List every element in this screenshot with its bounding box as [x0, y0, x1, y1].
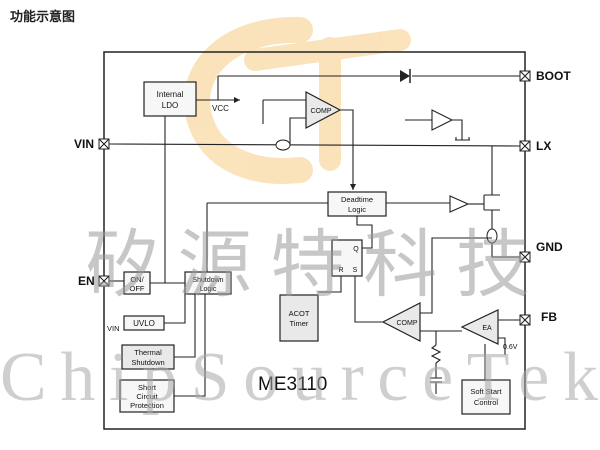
vref-label: 0.6V: [503, 344, 518, 351]
shutdown-logic-label-1: Shutdown: [192, 277, 223, 284]
pin-vin: [98, 138, 110, 150]
pin-label-gnd: GND: [536, 240, 563, 254]
comp-top-label: COMP: [311, 108, 332, 115]
latch-s-label: S: [353, 267, 358, 274]
comp-bottom-label: COMP: [397, 320, 418, 327]
on-off-label-1: ON/: [130, 275, 144, 284]
short-label-3: Protection: [130, 401, 164, 410]
watermark-cn: 矽源特科技: [85, 222, 530, 308]
deadtime-logic-block: [327, 191, 387, 217]
thermal-label-2: Shutdown: [131, 358, 164, 367]
pin-label-lx: LX: [536, 139, 551, 153]
pin-label-fb: FB: [541, 310, 557, 324]
short-circuit-block: [119, 379, 175, 413]
high-side-mosfet-icon: [455, 137, 470, 141]
shutdown-logic-label-2: Logic: [200, 286, 217, 293]
vcc-label: VCC: [212, 104, 229, 113]
internal-ldo-block: [143, 81, 197, 117]
capacitor-icon: [430, 363, 442, 394]
comp-bottom-triangle: [381, 302, 421, 342]
resistor-icon: [430, 344, 442, 364]
on-off-label-2: OFF: [130, 284, 145, 293]
pin-fb: [519, 314, 531, 326]
soft-start-label-1: Soft Start: [470, 387, 502, 396]
low-side-mosfet-icon: [483, 194, 500, 211]
deadtime-label-2: Logic: [348, 205, 366, 214]
page-title: 功能示意图: [10, 10, 76, 25]
acot-timer-block: [279, 294, 319, 342]
comp-top-triangle: [305, 91, 342, 129]
soft-start-block: [461, 379, 511, 415]
chip-name: ME3110: [258, 374, 327, 395]
vin-uvlo-label: VIN: [107, 324, 120, 333]
internal-ldo-label-1: Internal: [157, 90, 184, 99]
vin-rail: [108, 143, 521, 147]
pin-lx: [519, 140, 531, 152]
uvlo-label: UVLO: [133, 319, 155, 328]
internal-ldo-label-2: LDO: [162, 101, 178, 110]
low-side-driver: [449, 195, 470, 213]
pin-boot: [519, 70, 531, 82]
latch-q-label: Q: [353, 246, 359, 253]
rs-latch-block: [331, 239, 363, 277]
short-label-1: Short: [138, 383, 157, 392]
thermal-label-1: Thermal: [134, 348, 162, 357]
high-side-driver: [431, 109, 454, 131]
low-side-sense-icon: [486, 228, 498, 244]
soft-start-label-2: Control: [474, 398, 499, 407]
ea-label: EA: [482, 325, 492, 332]
chip-outline: [103, 51, 526, 430]
pin-label-vin: VIN: [74, 137, 94, 151]
pin-label-boot: BOOT: [536, 69, 571, 83]
deadtime-label-1: Deadtime: [341, 195, 373, 204]
latch-r-label: R: [338, 267, 343, 274]
error-amplifier-triangle: [460, 309, 499, 345]
short-label-2: Circuit: [136, 392, 158, 401]
current-sense-icon: [275, 139, 291, 151]
pin-label-en: EN: [78, 274, 95, 288]
acot-label-2: Timer: [290, 319, 309, 328]
diode-icon: [400, 69, 411, 83]
logo-watermark: [184, 16, 411, 184]
acot-label-1: ACOT: [289, 309, 310, 318]
